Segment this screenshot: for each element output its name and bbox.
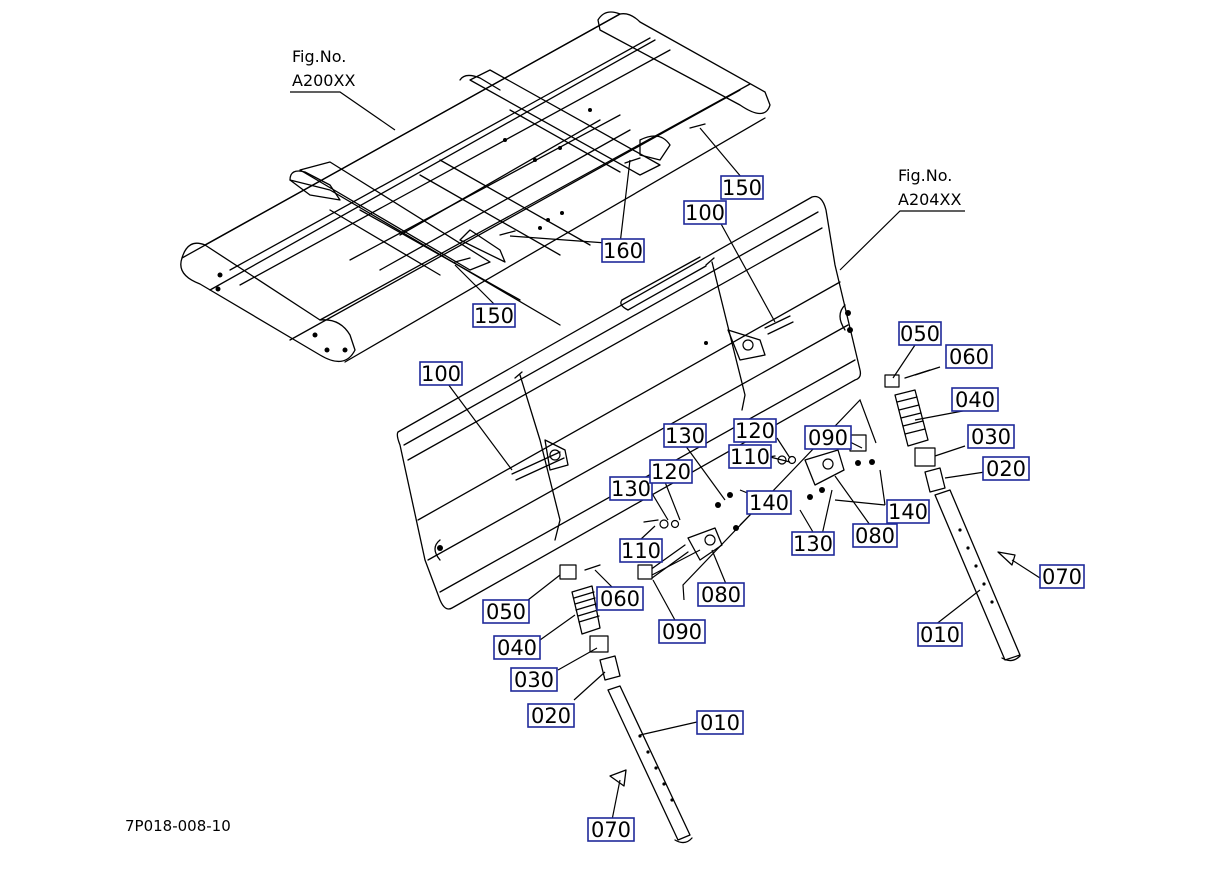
part-callout-050[interactable]: 050 bbox=[482, 599, 530, 624]
part-callout-040[interactable]: 040 bbox=[951, 387, 999, 412]
part-callout-070[interactable]: 070 bbox=[1039, 564, 1085, 589]
svg-text:090: 090 bbox=[808, 426, 848, 450]
part-callout-030[interactable]: 030 bbox=[967, 424, 1015, 449]
bucket-fig-number: A204XX bbox=[898, 190, 961, 209]
svg-text:060: 060 bbox=[600, 587, 640, 611]
frame-figure-reference: Fig.No. A200XX bbox=[292, 47, 355, 90]
drawing-id: 7P018-008-10 bbox=[125, 817, 231, 835]
frame-fig-label: Fig.No. bbox=[292, 47, 346, 66]
part-callout-120[interactable]: 120 bbox=[733, 418, 777, 443]
part-callout-110[interactable]: 110 bbox=[728, 444, 772, 469]
part-callout-080[interactable]: 080 bbox=[852, 523, 898, 548]
bucket-figure-reference: Fig.No. A204XX bbox=[898, 166, 961, 209]
part-callout-030[interactable]: 030 bbox=[510, 667, 558, 692]
part-callout-090[interactable]: 090 bbox=[658, 619, 706, 644]
bucket-fig-label: Fig.No. bbox=[898, 166, 952, 185]
svg-text:120: 120 bbox=[651, 460, 691, 484]
part-callout-100[interactable]: 100 bbox=[683, 200, 727, 225]
svg-text:070: 070 bbox=[1042, 565, 1082, 589]
loader-frame-drawing bbox=[180, 11, 771, 363]
part-callout-070[interactable]: 070 bbox=[587, 817, 635, 842]
part-callout-020[interactable]: 020 bbox=[982, 456, 1030, 481]
svg-text:150: 150 bbox=[474, 304, 514, 328]
part-callout-010[interactable]: 010 bbox=[917, 622, 963, 647]
svg-text:130: 130 bbox=[665, 424, 705, 448]
svg-text:020: 020 bbox=[531, 704, 571, 728]
part-callout-110[interactable]: 110 bbox=[619, 538, 663, 563]
svg-text:040: 040 bbox=[955, 388, 995, 412]
svg-text:140: 140 bbox=[888, 500, 928, 524]
part-callout-150[interactable]: 150 bbox=[720, 175, 764, 200]
svg-text:130: 130 bbox=[793, 532, 833, 556]
svg-text:150: 150 bbox=[722, 176, 762, 200]
svg-text:160: 160 bbox=[603, 239, 643, 263]
part-callout-160[interactable]: 160 bbox=[601, 238, 645, 263]
part-callout-100[interactable]: 100 bbox=[419, 361, 463, 386]
svg-text:030: 030 bbox=[514, 668, 554, 692]
svg-text:010: 010 bbox=[700, 711, 740, 735]
svg-text:080: 080 bbox=[701, 583, 741, 607]
part-callouts: 150 100 160 150 100 050 060 040 030 020 … bbox=[419, 175, 1085, 842]
svg-text:050: 050 bbox=[486, 600, 526, 624]
svg-text:130: 130 bbox=[611, 477, 651, 501]
part-callout-050[interactable]: 050 bbox=[898, 321, 942, 346]
svg-text:050: 050 bbox=[900, 322, 940, 346]
part-callout-060[interactable]: 060 bbox=[596, 586, 644, 611]
svg-text:100: 100 bbox=[685, 201, 725, 225]
svg-text:080: 080 bbox=[855, 524, 895, 548]
part-callout-130[interactable]: 130 bbox=[791, 531, 835, 556]
part-callout-120[interactable]: 120 bbox=[649, 459, 693, 484]
svg-text:040: 040 bbox=[497, 636, 537, 660]
part-callout-010[interactable]: 010 bbox=[696, 710, 744, 735]
svg-text:090: 090 bbox=[662, 620, 702, 644]
part-callout-080[interactable]: 080 bbox=[697, 582, 745, 607]
part-callout-090[interactable]: 090 bbox=[804, 425, 852, 450]
bucket-drawing bbox=[396, 195, 862, 610]
part-callout-060[interactable]: 060 bbox=[945, 344, 993, 369]
svg-text:060: 060 bbox=[949, 345, 989, 369]
part-callout-140[interactable]: 140 bbox=[886, 499, 930, 524]
part-callout-020[interactable]: 020 bbox=[527, 703, 575, 728]
svg-text:120: 120 bbox=[735, 419, 775, 443]
right-tine-assembly bbox=[884, 369, 1021, 662]
svg-text:140: 140 bbox=[749, 491, 789, 515]
part-callout-130[interactable]: 130 bbox=[663, 423, 707, 448]
left-tine-assembly bbox=[559, 564, 693, 844]
left-bracket-hardware bbox=[637, 492, 739, 580]
part-callout-040[interactable]: 040 bbox=[493, 635, 541, 660]
svg-text:110: 110 bbox=[621, 539, 661, 563]
svg-text:030: 030 bbox=[971, 425, 1011, 449]
svg-text:100: 100 bbox=[421, 362, 461, 386]
part-callout-150[interactable]: 150 bbox=[472, 303, 516, 328]
part-callout-130[interactable]: 130 bbox=[609, 476, 653, 501]
frame-fig-number: A200XX bbox=[292, 71, 355, 90]
svg-text:070: 070 bbox=[591, 818, 631, 842]
svg-text:110: 110 bbox=[730, 445, 770, 469]
svg-text:020: 020 bbox=[986, 457, 1026, 481]
part-callout-140[interactable]: 140 bbox=[746, 490, 792, 515]
svg-text:010: 010 bbox=[920, 623, 960, 647]
